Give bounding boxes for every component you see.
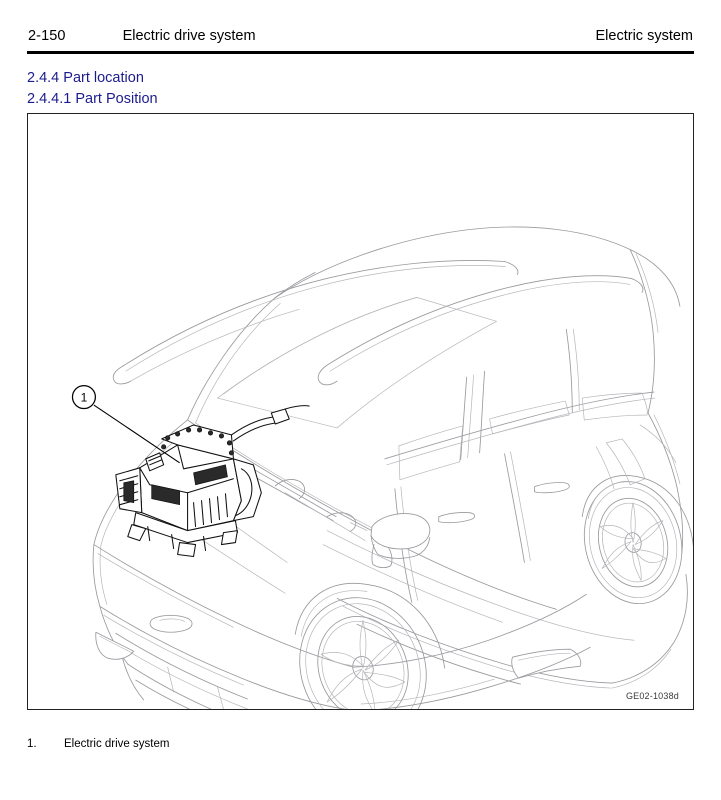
callout-1-label: 1 <box>81 391 88 405</box>
callout-1: 1 <box>71 384 180 464</box>
vehicle-line-art <box>92 226 693 709</box>
rear-wheel <box>581 475 693 605</box>
header-divider-rule <box>27 51 694 54</box>
section-headings: 2.4.4 Part location 2.4.4.1 Part Positio… <box>27 68 527 110</box>
vehicle-part-location-illustration: 1 <box>71 226 693 709</box>
figure-code: GE02-1038d <box>625 691 679 701</box>
header-section-title: Electric drive system <box>122 28 256 44</box>
figure-frame: 1 GE02-1038d <box>27 113 694 710</box>
figure-legend: 1. Electric drive system <box>27 738 527 750</box>
header-right-title: Electric system <box>595 28 694 44</box>
front-wheel <box>294 582 446 709</box>
heading-part-position: 2.4.4.1 Part Position <box>27 91 158 107</box>
legend-item-label: Electric drive system <box>64 738 170 750</box>
legend-item-number: 1. <box>27 738 37 750</box>
page-number: 2-150 <box>28 28 66 44</box>
electric-drive-system-part <box>115 405 310 558</box>
heading-part-location: 2.4.4 Part location <box>27 70 144 86</box>
page-header: 2-150 Electric drive system Electric sys… <box>0 25 721 47</box>
